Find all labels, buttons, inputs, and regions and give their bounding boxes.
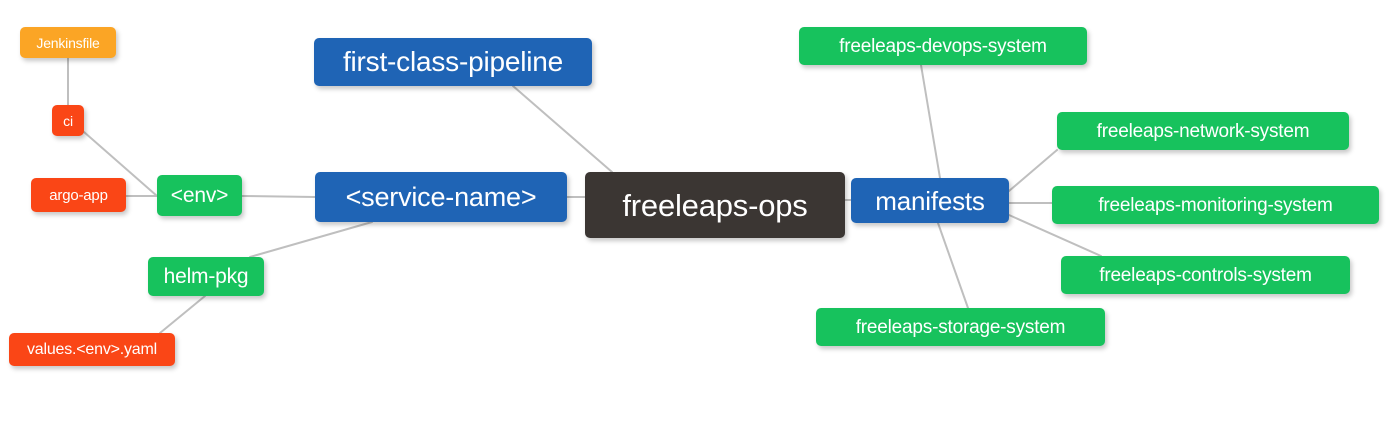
mindmap-node-argo-app[interactable]: argo-app: [31, 178, 126, 212]
mindmap-node-manifests[interactable]: manifests: [851, 178, 1009, 223]
mindmap-node-network-system[interactable]: freeleaps-network-system: [1057, 112, 1349, 150]
edge-manifests-to-devops-system: [920, 64, 941, 179]
edge-env-to-service-name: [241, 195, 316, 198]
mindmap-node-first-class-pipeline[interactable]: first-class-pipeline: [314, 38, 592, 86]
mindmap-node-helm-pkg[interactable]: helm-pkg: [148, 257, 264, 296]
mindmap-node-ci[interactable]: ci: [52, 105, 84, 136]
mindmap-node-controls-system[interactable]: freeleaps-controls-system: [1061, 256, 1350, 294]
edge-helm-pkg-to-service-name: [249, 221, 373, 258]
mindmap-node-service-name[interactable]: <service-name>: [315, 172, 567, 222]
mindmap-node-storage-system[interactable]: freeleaps-storage-system: [816, 308, 1105, 346]
mindmap-node-values-yaml[interactable]: values.<env>.yaml: [9, 333, 175, 366]
edge-first-class-pipeline-to-freeleaps-ops: [512, 85, 613, 173]
mindmap-node-freeleaps-ops[interactable]: freeleaps-ops: [585, 172, 845, 238]
edge-values-yaml-to-helm-pkg: [159, 295, 206, 334]
mindmap-node-monitoring-system[interactable]: freeleaps-monitoring-system: [1052, 186, 1379, 224]
mindmap-node-env[interactable]: <env>: [157, 175, 242, 216]
mindmap-node-jenkinsfile[interactable]: Jenkinsfile: [20, 27, 116, 58]
mindmap-node-devops-system[interactable]: freeleaps-devops-system: [799, 27, 1087, 65]
edge-manifests-to-storage-system: [937, 222, 969, 309]
edge-manifests-to-network-system: [1008, 149, 1058, 192]
